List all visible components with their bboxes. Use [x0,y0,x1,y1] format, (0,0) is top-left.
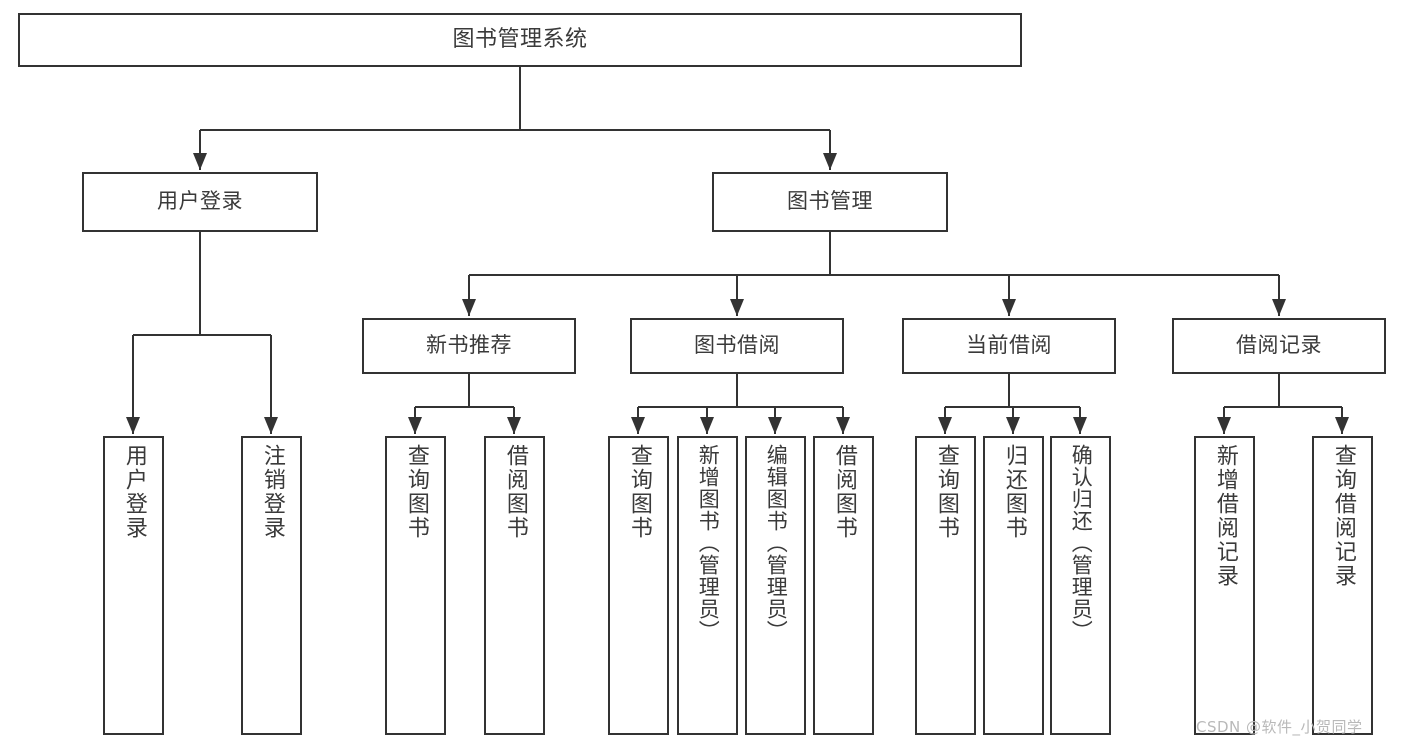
node-user-login[interactable]: 用户登录 [82,172,318,232]
node-leaf-confirm-return[interactable]: 确认归还（管理员） [1050,436,1111,735]
node-leaf-borrow-book-1[interactable]: 借阅图书 [484,436,545,735]
node-leaf-add-book[interactable]: 新增图书（管理员） [677,436,738,735]
node-label: 编辑图书（管理员） [764,444,789,642]
node-leaf-query-book-3[interactable]: 查询图书 [915,436,976,735]
arrowhead-icon [264,417,278,434]
node-borrow-record[interactable]: 借阅记录 [1172,318,1386,374]
arrowhead-icon [631,417,645,434]
node-label: 注销登录 [259,444,285,540]
arrowhead-icon [768,417,782,434]
node-leaf-edit-book[interactable]: 编辑图书（管理员） [745,436,806,735]
arrowhead-icon [938,417,952,434]
node-leaf-query-book-1[interactable]: 查询图书 [385,436,446,735]
arrowhead-icon [730,299,744,316]
node-label: 查询借阅记录 [1330,444,1356,588]
arrowhead-icon [836,417,850,434]
node-current-borrow[interactable]: 当前借阅 [902,318,1116,374]
arrowhead-icon [193,153,207,170]
node-label: 借阅图书 [831,444,857,540]
node-label: 图书借阅 [694,333,780,358]
arrowhead-icon [507,417,521,434]
node-book-management[interactable]: 图书管理 [712,172,948,232]
node-root[interactable]: 图书管理系统 [18,13,1022,67]
node-label: 查询图书 [626,444,652,540]
arrowhead-icon [700,417,714,434]
node-label: 新书推荐 [426,333,512,358]
node-new-book-recommend[interactable]: 新书推荐 [362,318,576,374]
node-leaf-query-book-2[interactable]: 查询图书 [608,436,669,735]
node-book-borrow[interactable]: 图书借阅 [630,318,844,374]
arrowhead-icon [1335,417,1349,434]
node-label: 查询图书 [403,444,429,540]
arrowhead-icon [1006,417,1020,434]
node-label: 借阅记录 [1236,333,1322,358]
node-label: 新增图书（管理员） [696,444,721,642]
node-label: 确认归还（管理员） [1069,444,1094,642]
arrowhead-icon [126,417,140,434]
node-leaf-query-record[interactable]: 查询借阅记录 [1312,436,1373,735]
node-leaf-borrow-book-2[interactable]: 借阅图书 [813,436,874,735]
edge-layer [132,67,1343,434]
node-label: 用户登录 [121,444,147,540]
arrowhead-icon [1002,299,1016,316]
node-label: 新增借阅记录 [1212,444,1238,588]
arrowhead-icon [823,153,837,170]
node-label: 当前借阅 [966,333,1052,358]
arrowhead-icon [462,299,476,316]
arrowhead-icon [1217,417,1231,434]
node-leaf-add-record[interactable]: 新增借阅记录 [1194,436,1255,735]
arrowhead-icon [408,417,422,434]
arrowhead-icon [1272,299,1286,316]
node-label: 图书管理系统 [452,26,588,52]
node-label: 图书管理 [787,189,873,214]
node-label: 借阅图书 [502,444,528,540]
arrowhead-layer [126,153,1349,434]
node-label: 用户登录 [157,189,243,214]
node-leaf-return-book[interactable]: 归还图书 [983,436,1044,735]
node-label: 归还图书 [1001,444,1027,540]
node-leaf-user-login[interactable]: 用户登录 [103,436,164,735]
arrowhead-icon [1073,417,1087,434]
watermark-text: CSDN @软件_小贺同学 [1196,718,1363,736]
node-label: 查询图书 [933,444,959,540]
node-leaf-logout[interactable]: 注销登录 [241,436,302,735]
